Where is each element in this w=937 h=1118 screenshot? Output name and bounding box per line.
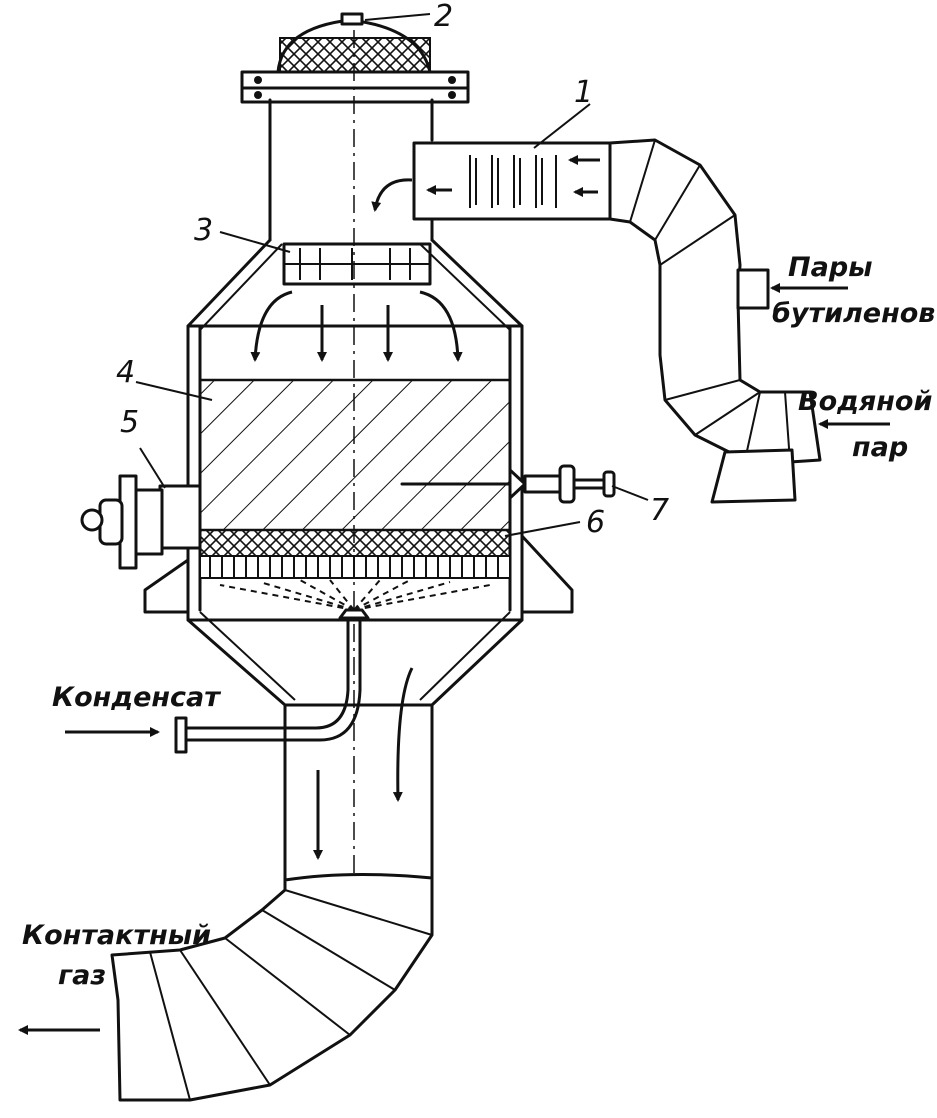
outlet-arrows [313, 667, 414, 860]
callout-4: 4 [116, 355, 135, 390]
label-contact-gas-2: газ [58, 960, 106, 991]
gas-distributor [282, 242, 432, 286]
catalyst-bed [198, 378, 512, 579]
callout-1: 1 [574, 75, 593, 110]
callout-2: 2 [434, 0, 453, 34]
callout-leaders [135, 13, 649, 537]
side-hatch [80, 474, 202, 570]
support-brackets [143, 534, 574, 614]
callout-7: 7 [650, 493, 669, 528]
label-steam-2: пар [852, 432, 908, 463]
callout-3: 3 [194, 213, 213, 248]
condensate-pipe [174, 579, 491, 754]
inlet-heater-pipe [412, 141, 612, 221]
distribution-arrows [250, 290, 463, 362]
label-butylene-vapors-2: бутиленов [772, 298, 935, 329]
thermocouple-probe [400, 464, 616, 504]
contact-gas-outlet-duct [110, 872, 434, 1102]
callout-6: 6 [586, 505, 605, 540]
label-steam-1: Водяной [798, 386, 932, 417]
top-filter-housing [240, 12, 470, 242]
butylene-inlet-duct [608, 138, 822, 504]
label-butylene-vapors-1: Пары [788, 252, 873, 283]
external-arrows [18, 283, 890, 1035]
label-contact-gas-1: Контактный [22, 920, 211, 951]
reactor-shell [186, 238, 524, 892]
callout-5: 5 [120, 405, 139, 440]
label-condensate: Конденсат [52, 682, 221, 713]
